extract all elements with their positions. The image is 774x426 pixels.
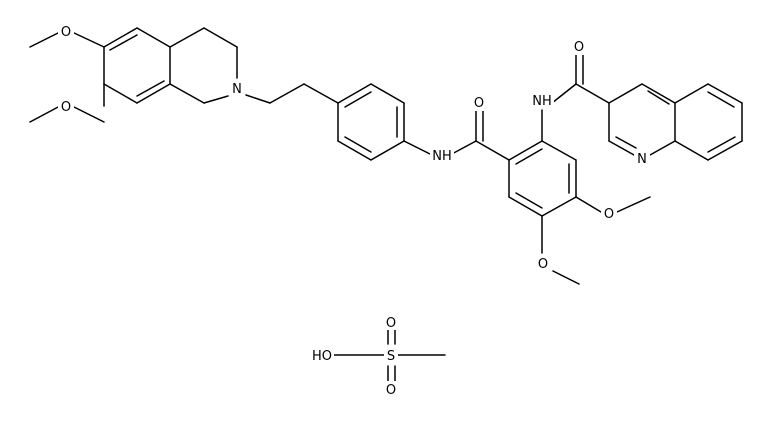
bond [608, 83, 643, 104]
bond [575, 83, 610, 104]
bond [707, 91, 735, 108]
bond [615, 136, 637, 149]
atom-label-sulfur: S [384, 347, 398, 364]
atom-symbol: HO [312, 349, 332, 364]
bond [103, 27, 138, 48]
bond [647, 90, 670, 105]
atom-symbol: O [538, 257, 548, 272]
bond [29, 105, 61, 123]
bond [29, 31, 61, 48]
atom-label-o-methoxy-1: O [58, 24, 74, 40]
bond [674, 83, 709, 104]
bond [641, 83, 676, 104]
bond [71, 31, 105, 48]
atom-symbol: O [574, 40, 584, 55]
atom-label-o-sulfonyl-top: O [383, 314, 399, 331]
bond [707, 140, 743, 161]
bond [169, 83, 205, 104]
atom-symbol: NH [432, 149, 452, 164]
bond [707, 136, 736, 153]
bond [370, 140, 405, 161]
bond [103, 83, 138, 104]
bond [508, 196, 543, 217]
bond [169, 27, 205, 48]
atom-labels: O O N O NH NH O N [58, 24, 650, 398]
atom-label-o-amide-1: O [471, 95, 487, 111]
bond [344, 136, 372, 153]
atom-symbol: O [386, 383, 396, 398]
atom-label-o-methoxy-4: O [535, 255, 551, 272]
bond [337, 140, 372, 161]
atom-label-n-quinoline: N [634, 150, 650, 167]
bond [109, 34, 138, 51]
bond [449, 140, 477, 156]
atom-label-nh-amide-1: NH [430, 148, 454, 164]
bond [203, 95, 229, 104]
bond [541, 140, 577, 161]
bonds [29, 27, 743, 383]
atom-symbol: N [637, 152, 647, 167]
atom-symbol: S [387, 349, 395, 364]
bond [575, 196, 602, 213]
atom-label-n-tetrahydroisoquinoline: N [229, 80, 245, 97]
bond [552, 270, 580, 285]
bond [303, 83, 339, 104]
atom-symbol: O [604, 207, 614, 222]
bond [674, 140, 709, 161]
bond [245, 94, 271, 104]
bond [551, 83, 577, 104]
bond [608, 140, 635, 156]
atom-symbol: O [61, 25, 71, 40]
atom-symbol: NH [532, 94, 552, 109]
bond [403, 140, 433, 156]
atom-symbol: O [386, 316, 396, 331]
bond [344, 91, 372, 108]
bond [475, 140, 510, 161]
atom-label-hydroxyl: HO [310, 347, 334, 364]
atom-label-nh-amide-2: NH [530, 93, 554, 109]
atom-label-o-sulfonyl-bottom: O [383, 381, 399, 398]
bond [616, 196, 651, 213]
atom-symbol: O [61, 100, 71, 115]
bond [203, 27, 238, 48]
bond [136, 27, 171, 48]
bond [707, 83, 743, 104]
bond [136, 80, 165, 97]
bond [508, 140, 543, 161]
atom-symbol: N [232, 82, 242, 97]
bond [269, 83, 305, 104]
bond [136, 83, 171, 104]
bond [541, 196, 577, 217]
atom-symbol: O [474, 96, 484, 111]
bond [515, 148, 543, 165]
bond [515, 192, 543, 209]
bond [337, 83, 372, 104]
bond [370, 83, 405, 104]
atom-label-o-methoxy-3: O [601, 206, 617, 222]
bond [71, 105, 105, 123]
bond [649, 140, 676, 156]
atom-label-o-amide-2: O [571, 39, 587, 55]
atom-label-o-methoxy-2: O [58, 98, 74, 115]
